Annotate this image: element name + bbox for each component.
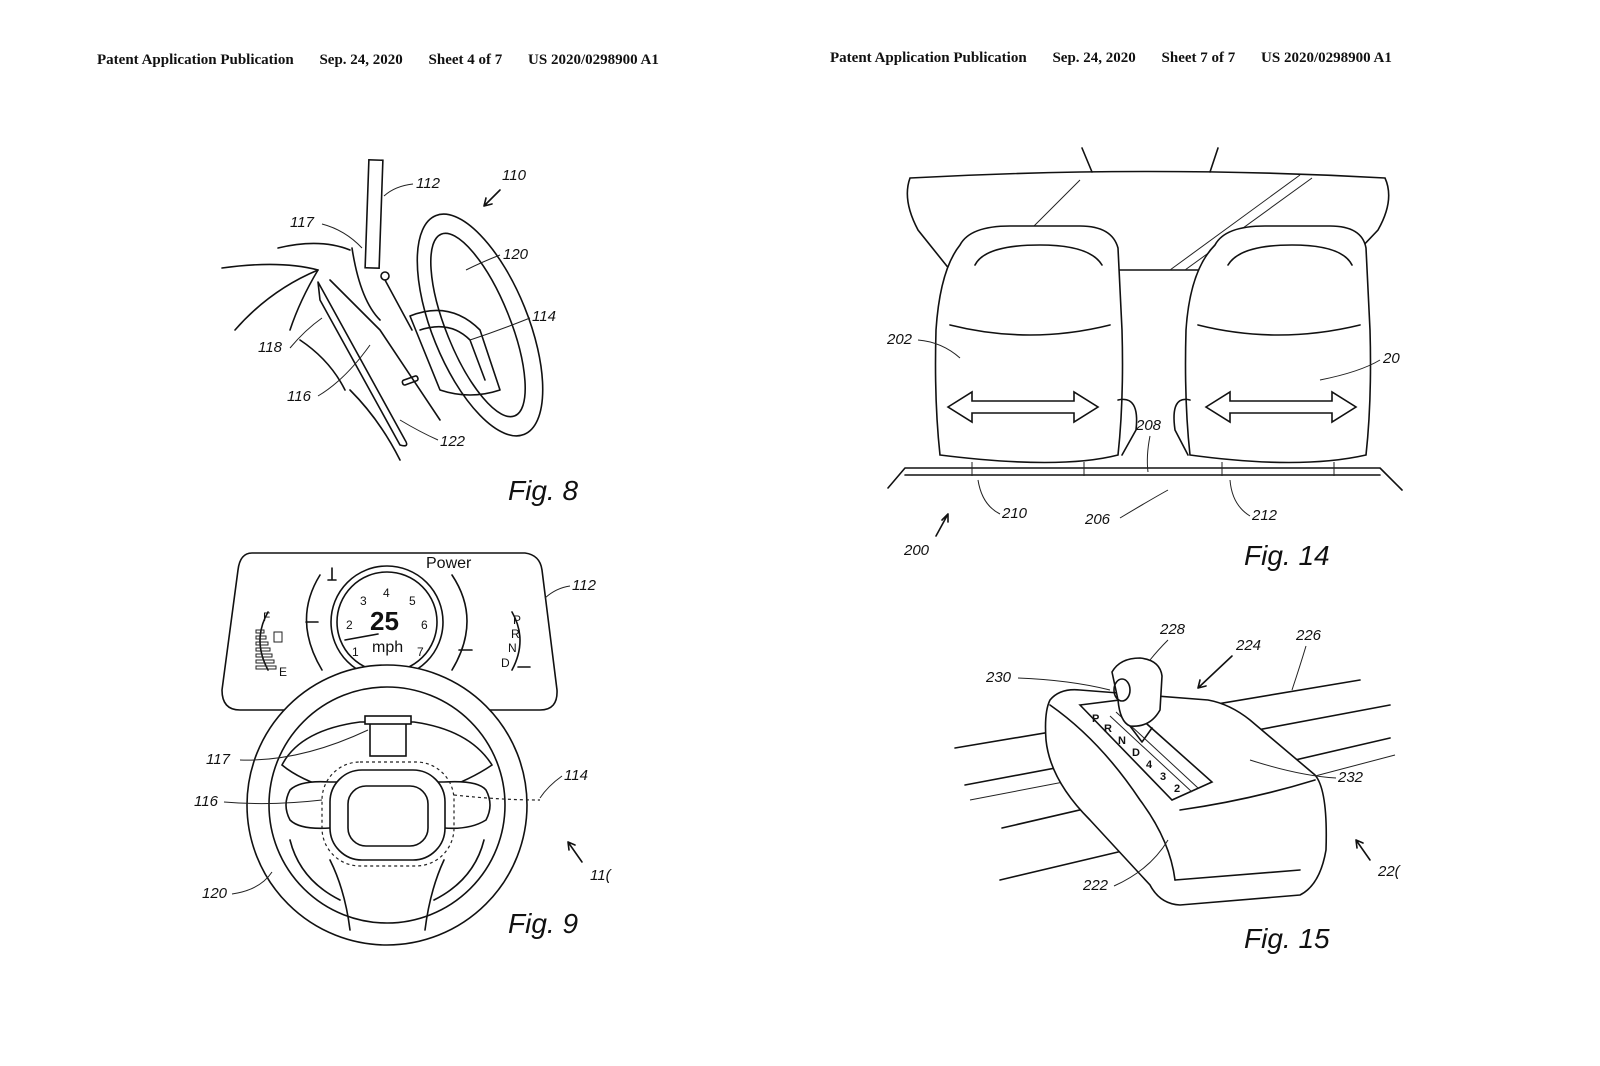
ref-204: 20 <box>1382 350 1400 367</box>
ref-202: 202 <box>886 331 913 348</box>
figure-14-caption: Fig. 14 <box>1244 540 1330 571</box>
ref-208: 208 <box>1135 417 1162 434</box>
gear-r: R <box>511 627 520 641</box>
ref-110: 110 <box>502 167 527 184</box>
figure-14-drawing <box>887 147 1403 491</box>
gate-4: 4 <box>1146 759 1153 771</box>
ref-228: 228 <box>1159 621 1186 638</box>
header-sheet: Sheet 7 of 7 <box>1161 50 1236 66</box>
ref-222: 222 <box>1082 877 1109 894</box>
header-title: Patent Application Publication <box>97 52 294 68</box>
ref-114: 114 <box>564 767 588 784</box>
ref-117: 117 <box>290 214 315 231</box>
header-number: US 2020/0298900 A1 <box>528 52 659 68</box>
fuel-gauge <box>255 629 277 670</box>
ref-120: 120 <box>202 885 228 902</box>
dial-tick-5: 5 <box>409 594 416 608</box>
ref-220: 22( <box>1377 863 1402 880</box>
speed-value: 25 <box>370 606 399 636</box>
gate-2: 2 <box>1174 783 1180 795</box>
ref-212: 212 <box>1251 507 1278 524</box>
dial-tick-2: 2 <box>346 618 353 632</box>
ref-116: 116 <box>194 793 219 810</box>
ref-112: 112 <box>572 577 597 594</box>
ref-117: 117 <box>206 751 231 768</box>
arrow-icon <box>567 841 583 863</box>
figure-15-labels: P R N D 4 3 2 228 224 226 230 232 222 22… <box>985 621 1402 954</box>
header-left: Patent Application Publication Sep. 24, … <box>97 52 681 69</box>
arrow-icon <box>935 513 949 537</box>
gate-r: R <box>1104 723 1112 735</box>
dial-tick-7: 7 <box>417 645 424 659</box>
arrow-icon <box>1355 839 1371 861</box>
ref-112: 112 <box>416 175 441 192</box>
ref-200: 200 <box>903 542 930 559</box>
header-title: Patent Application Publication <box>830 50 1027 66</box>
figure-8-caption: Fig. 8 <box>508 475 578 506</box>
header-sheet: Sheet 4 of 7 <box>428 52 503 68</box>
header-right: Patent Application Publication Sep. 24, … <box>830 50 1414 67</box>
speed-unit: mph <box>372 639 403 656</box>
header-date: Sep. 24, 2020 <box>1052 50 1136 66</box>
header-date: Sep. 24, 2020 <box>319 52 403 68</box>
ref-226: 226 <box>1295 627 1322 644</box>
figure-15-caption: Fig. 15 <box>1244 923 1330 954</box>
arrow-icon <box>483 189 501 207</box>
ref-116: 116 <box>287 388 312 405</box>
ref-232: 232 <box>1337 769 1364 786</box>
power-label: Power <box>426 555 472 572</box>
arrow-icon <box>1197 655 1233 689</box>
figure-15-drawing <box>954 657 1396 906</box>
figure-9-drawing <box>221 552 558 946</box>
ref-206: 206 <box>1084 511 1111 528</box>
ref-230: 230 <box>985 669 1012 686</box>
dial-tick-4: 4 <box>383 586 390 600</box>
gate-n: N <box>1118 735 1126 747</box>
gear-d: D <box>501 656 510 670</box>
figure-9-caption: Fig. 9 <box>508 908 578 939</box>
gear-n: N <box>508 641 517 655</box>
fuel-empty-label: E <box>279 665 287 679</box>
figure-14-labels: 202 20 208 210 206 212 200 Fig. 14 <box>886 331 1400 571</box>
seat-slide-arrow-icon <box>1204 390 1358 424</box>
fuel-full-label: F <box>263 610 270 624</box>
fuel-pump-icon <box>273 631 283 643</box>
temperature-icon <box>327 567 337 581</box>
ref-120: 120 <box>503 246 529 263</box>
ref-122: 122 <box>440 433 466 450</box>
figure-9-labels: Power 25 mph 1 2 3 4 5 6 7 F E P R N D 1… <box>194 555 613 939</box>
dial-tick-6: 6 <box>421 618 428 632</box>
figure-8-drawing <box>221 158 544 461</box>
seat-slide-arrow-icon <box>946 390 1100 424</box>
gate-p: P <box>1092 713 1099 725</box>
ref-114: 114 <box>532 308 556 325</box>
ref-210: 210 <box>1001 505 1028 522</box>
ref-110: 11( <box>590 867 613 884</box>
dial-tick-1: 1 <box>352 645 359 659</box>
ref-118: 118 <box>258 339 283 356</box>
gate-d: D <box>1132 747 1140 759</box>
ref-224: 224 <box>1235 637 1261 654</box>
figure-8-labels: 110 112 117 120 114 118 116 122 Fig. 8 <box>258 167 578 506</box>
dial-tick-3: 3 <box>360 594 367 608</box>
gear-p: P <box>513 613 521 627</box>
gate-3: 3 <box>1160 771 1166 783</box>
header-number: US 2020/0298900 A1 <box>1261 50 1392 66</box>
